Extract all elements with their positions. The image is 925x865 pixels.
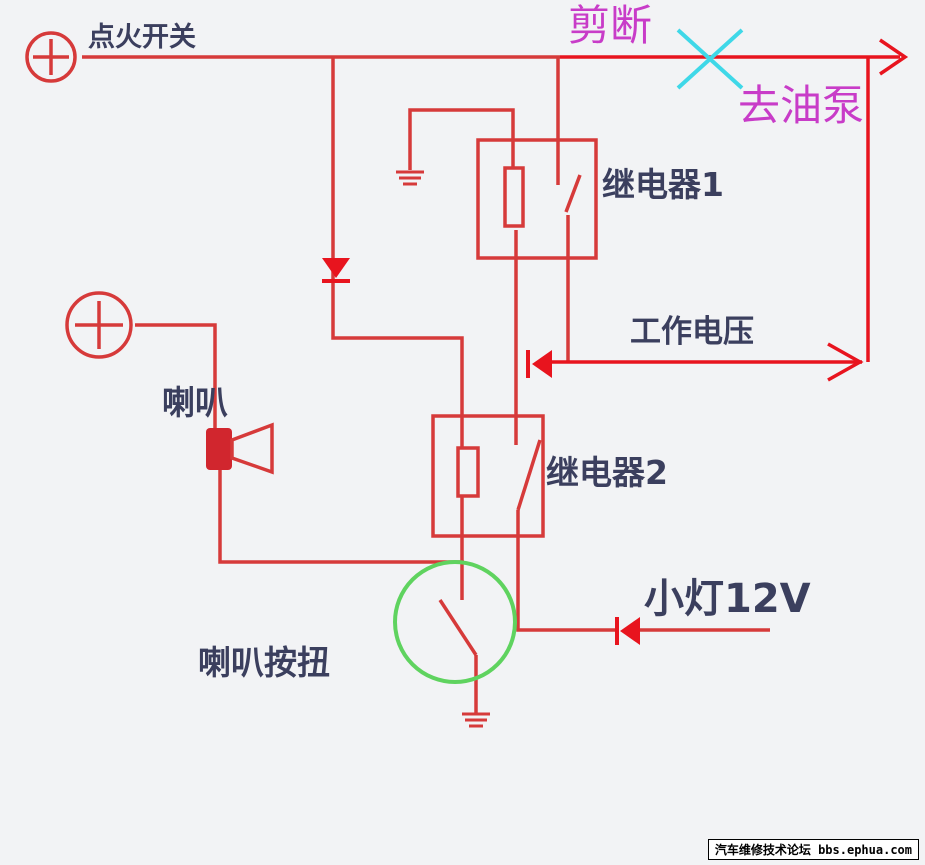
cut-label: 剪断 xyxy=(568,1,652,50)
diode-branch-wire xyxy=(331,57,464,420)
relay2-coil xyxy=(456,446,480,498)
wires xyxy=(82,55,770,714)
horn-return-wire xyxy=(218,470,464,564)
fuel-pump-arrow-icon xyxy=(879,38,909,76)
relay2-box xyxy=(431,414,545,540)
working-voltage-label: 工作电压 xyxy=(630,314,754,350)
relay1-coil xyxy=(503,166,525,228)
horn-button-blade xyxy=(438,599,478,656)
horn-positive-wire xyxy=(135,323,217,430)
diode-icon xyxy=(526,350,552,378)
working-voltage-arrow-icon xyxy=(827,342,864,382)
relay2-output-wire xyxy=(516,510,615,632)
diode-icon xyxy=(322,258,350,283)
modified-wires xyxy=(548,38,909,382)
ground-icon xyxy=(396,170,424,186)
ignition-switch-label: 点火开关 xyxy=(88,22,196,53)
horn-button-highlight xyxy=(393,560,517,684)
horn-button-label: 喇叭按扭 xyxy=(198,643,330,682)
positive-terminal-icon xyxy=(25,31,77,83)
small-light-label: 小灯12V xyxy=(644,576,811,622)
relay2-switch-icon xyxy=(516,439,542,511)
cut-mark-icon xyxy=(676,28,744,90)
relay1-label: 继电器1 xyxy=(602,165,724,204)
watermark: 汽车维修技术论坛 bbs.ephua.com xyxy=(707,839,919,860)
horn-label: 喇叭 xyxy=(162,383,228,422)
relay1-switch-icon xyxy=(556,168,582,213)
relay1-box xyxy=(476,138,598,260)
relay2-label: 继电器2 xyxy=(546,453,668,492)
diode-icon xyxy=(615,617,640,645)
horn-icon xyxy=(206,422,274,475)
ground-icon xyxy=(462,712,490,728)
to-fuel-pump-label: 去油泵 xyxy=(738,81,864,130)
positive-terminal-icon xyxy=(65,291,133,359)
